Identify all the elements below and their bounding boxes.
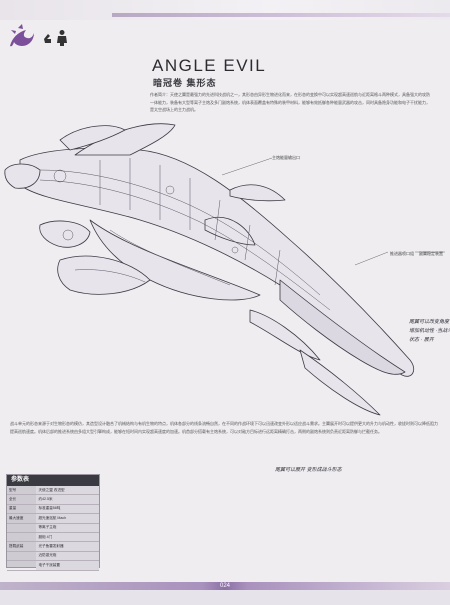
right-strut bbox=[204, 216, 256, 246]
spec-value: 电子干扰装置 bbox=[36, 560, 99, 571]
spec-row: 近防激光炮 bbox=[7, 551, 99, 562]
spaceship-illustration bbox=[4, 123, 445, 416]
spec-value: 超光速巡航 Mach bbox=[36, 513, 99, 524]
spec-title: 参数表 bbox=[7, 475, 99, 486]
callout-label-c: 副翼稳定装置 bbox=[419, 251, 443, 256]
spec-table: 型号天使之翼 改进型 全长约42.5米 重量标准重量58吨 最大速度超光速巡航 … bbox=[7, 486, 99, 571]
nose-section bbox=[279, 279, 406, 375]
callout-label-b: 推进器喷口组 bbox=[390, 251, 414, 256]
callout-label-a: 主炮能量输出口 bbox=[272, 155, 300, 160]
spec-row: 重量标准重量58吨 bbox=[7, 504, 99, 515]
spec-row: 副炮 4门 bbox=[7, 532, 99, 543]
upper-fin bbox=[59, 125, 126, 151]
tail-spike bbox=[229, 184, 286, 202]
dragon-emblem-icon bbox=[10, 24, 34, 47]
spec-key bbox=[7, 523, 37, 533]
spec-key: 搭载武装 bbox=[7, 541, 37, 552]
page-number: 024 bbox=[219, 583, 230, 589]
spec-value: 约42.5米 bbox=[36, 494, 99, 505]
spec-row: 电子干扰装置 bbox=[7, 560, 99, 571]
top-band bbox=[0, 0, 450, 20]
handwritten-note-1: 尾翼可以改变角度 增加机动性 ·当战斗状态 · 展开 bbox=[409, 319, 450, 343]
spec-key: 全长 bbox=[7, 494, 37, 505]
top-accent-rule bbox=[112, 13, 450, 17]
bottom-accent-rule bbox=[0, 582, 450, 590]
spec-row: 最大速度超光速巡航 Mach bbox=[7, 513, 99, 524]
spec-key: 型号 bbox=[7, 486, 37, 496]
callout-line-a bbox=[221, 157, 273, 176]
spec-row: 型号天使之翼 改进型 bbox=[7, 486, 99, 496]
description-text: 战斗单元的形态来源于对生物形态的模仿，其造型设计融合了机械结构与有机生物的特点，… bbox=[10, 421, 438, 434]
spec-key: 最大速度 bbox=[7, 513, 37, 524]
rear-thruster-upper bbox=[4, 163, 41, 189]
spec-value: 近防激光炮 bbox=[36, 551, 99, 562]
intro-text: 作者简介：天使之翼是最强力的先进科技战机之一，其形态由异形生物进化而来，在形态的… bbox=[150, 92, 430, 112]
mini-icons bbox=[44, 30, 67, 46]
ventral-pod bbox=[57, 255, 151, 295]
hand-icon bbox=[44, 34, 51, 43]
spec-value: 天使之翼 改进型 bbox=[36, 486, 99, 496]
handwritten-note-2: 尾翼可以展开 变形成战斗形态 bbox=[275, 467, 342, 473]
lower-blade bbox=[299, 349, 381, 416]
spec-row: 搭载武装光子鱼雷发射器 bbox=[7, 541, 99, 552]
page-subtitle: 暗冠卷 集形态 bbox=[153, 78, 217, 88]
spec-key bbox=[7, 532, 37, 543]
rear-thruster-lower bbox=[39, 220, 91, 248]
spec-key bbox=[7, 560, 37, 571]
spec-key bbox=[7, 551, 37, 562]
spec-panel: 参数表 型号天使之翼 改进型 全长约42.5米 重量标准重量58吨 最大速度超光… bbox=[6, 474, 100, 571]
lower-spike bbox=[249, 309, 321, 361]
spec-value: 标准重量58吨 bbox=[36, 504, 99, 515]
spec-value: 副炮 4门 bbox=[36, 532, 99, 543]
spec-row: 全长约42.5米 bbox=[7, 494, 99, 505]
callout-line-b bbox=[354, 251, 389, 266]
page-title: ANGLE EVIL bbox=[152, 56, 267, 75]
spec-row: 等离子主炮 bbox=[7, 523, 99, 533]
spec-value: 光子鱼雷发射器 bbox=[36, 541, 99, 552]
figure-icon bbox=[57, 30, 67, 46]
spec-value: 等离子主炮 bbox=[36, 523, 99, 533]
main-hull bbox=[19, 147, 415, 377]
spec-key: 重量 bbox=[7, 504, 37, 515]
